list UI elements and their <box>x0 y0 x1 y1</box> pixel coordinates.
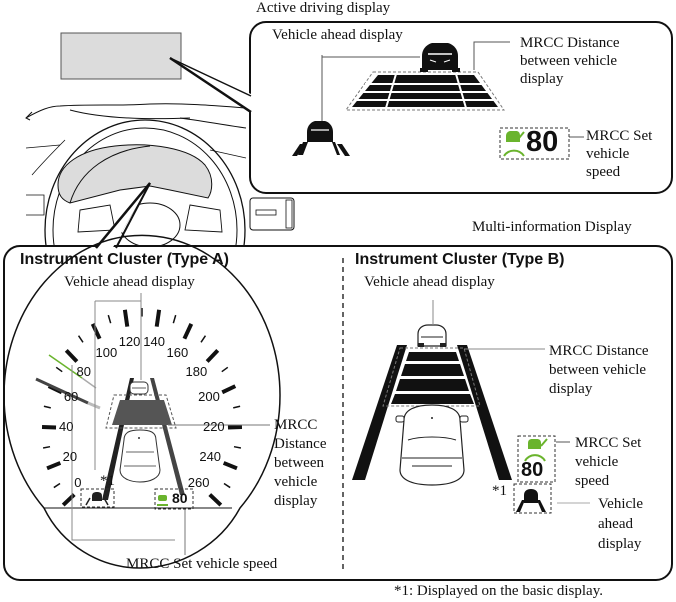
type-b-footnote-marker: *1 <box>492 483 507 499</box>
footnote: *1: Displayed on the basic display. <box>394 583 603 599</box>
minor-tick <box>55 366 63 373</box>
type-b-set-speed-value: 80 <box>521 459 544 481</box>
type-b-car-ahead-icon <box>417 324 447 347</box>
type-b-own-car-icon <box>395 404 469 486</box>
speedometer-tick-label: 80 <box>76 363 91 379</box>
speedometer-tick-label: 20 <box>62 448 78 464</box>
hud-car-ahead-icon <box>420 43 460 72</box>
hud-set-speed-value: 80 <box>526 126 559 158</box>
speedometer-tick-label: 0 <box>74 475 82 491</box>
type-a-title: Instrument Cluster (Type A) <box>20 251 229 268</box>
minor-tick <box>200 335 207 343</box>
type-b-title: Instrument Cluster (Type B) <box>355 251 565 268</box>
type-a-distance-label: MRCC Distance between vehicle display <box>274 417 327 509</box>
major-tick <box>122 309 130 327</box>
type-b-mrcc-icon <box>524 438 548 462</box>
major-tick <box>222 461 238 471</box>
mid-title: Multi-information Display <box>472 219 632 235</box>
set-speed-marker <box>48 354 83 379</box>
speedometer-tick-label: 180 <box>185 363 208 379</box>
type-a-vehicle-ahead-lane-icon <box>85 492 109 506</box>
type-a-mrcc-icon <box>157 495 168 506</box>
major-tick <box>46 461 62 471</box>
major-tick <box>90 323 102 340</box>
type-b-distance-grid-outline <box>382 347 481 407</box>
speedometer-needle <box>35 377 89 405</box>
type-a-car-ahead-icon <box>129 381 149 395</box>
speedometer-tick-label: 200 <box>198 389 220 405</box>
minor-tick <box>107 314 112 324</box>
speedometer-ticks <box>41 308 243 507</box>
cluster-screen <box>57 144 213 204</box>
hud-screen <box>60 32 182 80</box>
type-b-vehicle-ahead-side-label: Vehicle ahead display <box>598 496 643 552</box>
type-b-set-speed-box <box>517 435 556 483</box>
type-a-set-speed-box <box>154 488 194 510</box>
type-a-speedometer <box>3 234 281 569</box>
major-tick <box>154 309 162 327</box>
minor-tick <box>53 482 61 489</box>
minor-tick <box>172 314 177 324</box>
minor-tick <box>43 405 51 409</box>
hud-set-speed-label: MRCC Set vehicle speed <box>586 128 653 180</box>
major-tick <box>205 348 220 363</box>
hud-title: Active driving display <box>256 0 391 16</box>
minor-tick <box>223 482 231 489</box>
major-tick <box>208 493 223 507</box>
speedometer-tick-label: 100 <box>95 344 118 360</box>
speedometer-tick-label: 40 <box>59 418 74 434</box>
type-b-vehicle-ahead-lane-icon <box>516 489 546 512</box>
hud-distance-grid <box>345 71 505 111</box>
type-b-set-speed-label: MRCC Set vehicle speed <box>575 435 642 489</box>
type-a-set-speed-value: 80 <box>172 490 188 506</box>
speedometer-tick-label: 220 <box>202 418 225 434</box>
speedometer-arc <box>3 234 281 569</box>
hud-vehicle-ahead-lane-icon <box>292 121 350 156</box>
type-b-vehicle-ahead-label: Vehicle ahead display <box>364 274 495 290</box>
mid-panel-border <box>3 245 673 581</box>
type-a-distance-bar <box>112 400 172 425</box>
hud-mrcc-icon <box>503 131 525 157</box>
type-a-footnote-marker: *1 <box>100 473 115 489</box>
type-a-set-speed-label: MRCC Set vehicle speed <box>126 556 278 572</box>
major-tick <box>64 348 79 363</box>
speedometer-tick-label: 240 <box>199 448 222 464</box>
type-b-distance-grid <box>391 352 474 404</box>
type-a-vehicle-ahead-label: Vehicle ahead display <box>64 274 195 290</box>
hud-vehicle-ahead-label: Vehicle ahead display <box>272 27 403 43</box>
minor-tick <box>42 445 51 449</box>
minor-tick <box>77 335 84 343</box>
speedometer-tick-label: 140 <box>143 334 165 350</box>
speedometer-tick-label: 60 <box>63 389 79 405</box>
major-tick <box>221 384 237 395</box>
speedometer-tick-label: 160 <box>166 344 189 360</box>
minor-tick <box>221 366 229 373</box>
type-a-own-car-icon <box>119 429 161 483</box>
type-b-distance-label: MRCC Distance between vehicle display <box>549 343 649 397</box>
hud-distance-label: MRCC Distance between vehicle display <box>520 35 620 87</box>
minor-tick <box>233 405 241 409</box>
speedometer-tick-label: 120 <box>118 334 141 350</box>
type-a-basic-box <box>80 488 115 508</box>
speedometer-tick-label: 260 <box>187 475 210 491</box>
major-tick <box>182 323 194 340</box>
type-b-basic-box <box>513 483 552 514</box>
minor-tick <box>233 445 242 449</box>
